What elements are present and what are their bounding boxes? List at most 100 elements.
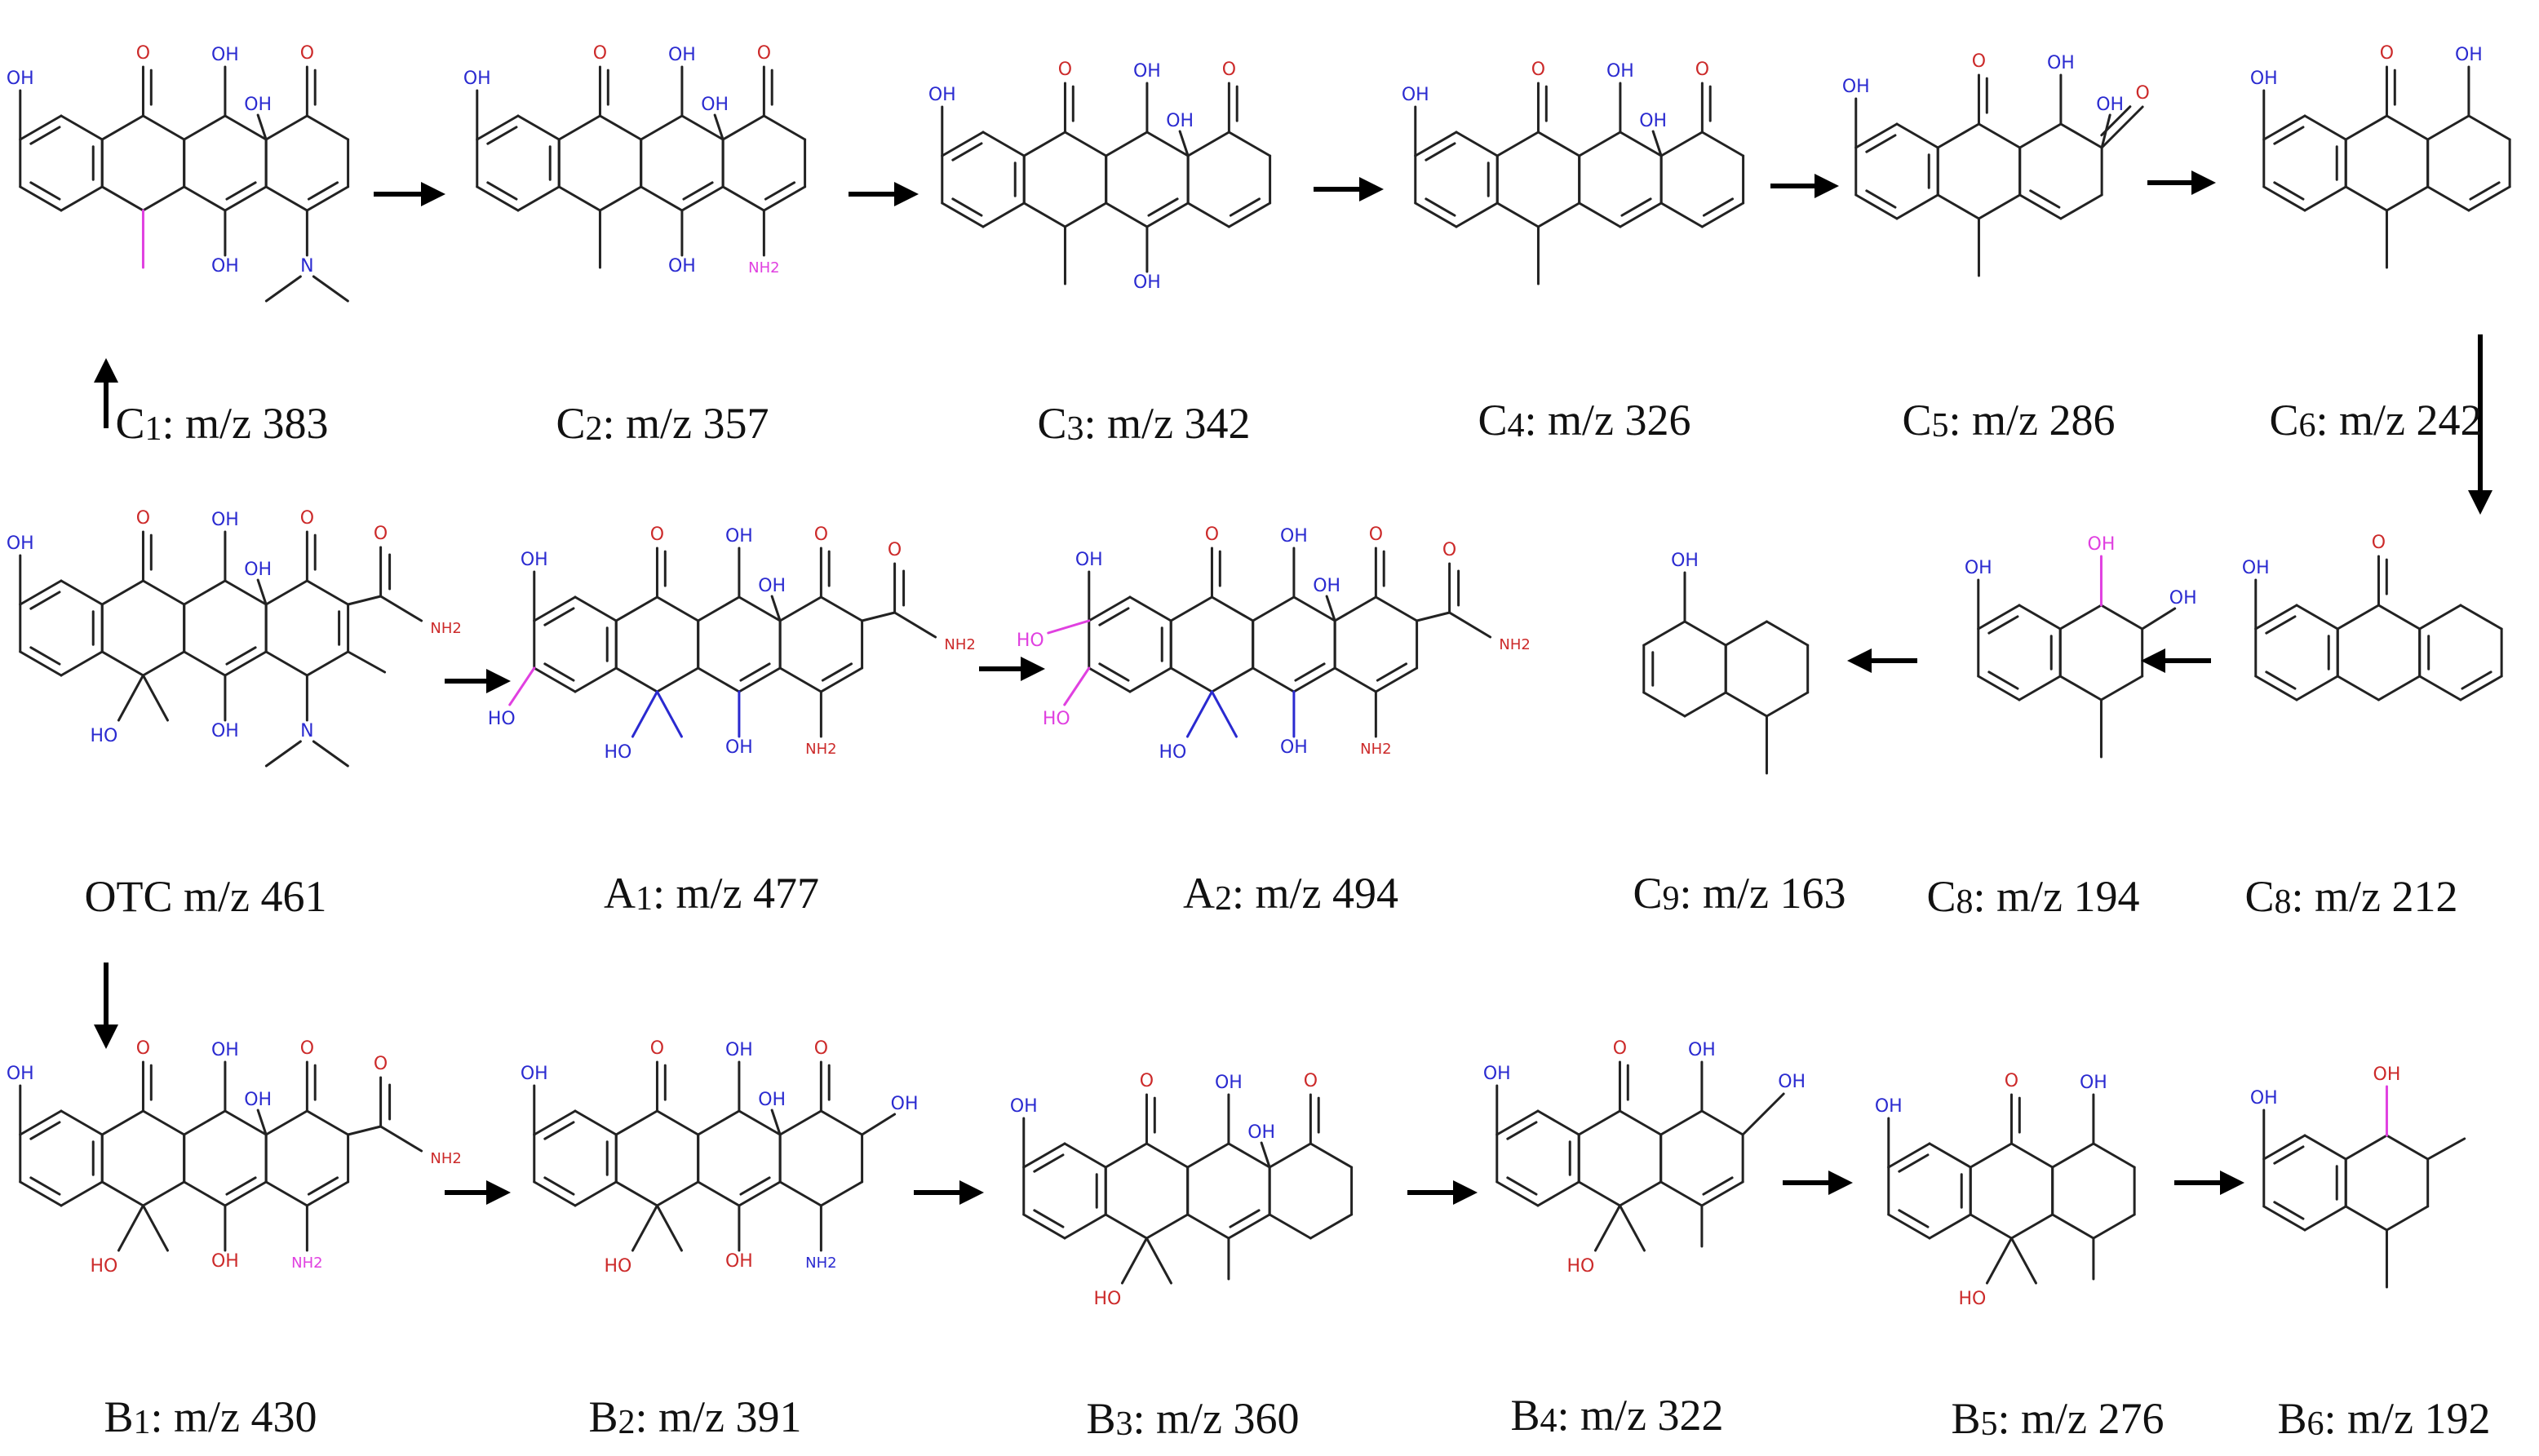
bond-line <box>1578 201 1622 228</box>
bond-line <box>614 666 658 693</box>
caption-otc: OTC m/z 461 <box>85 874 327 918</box>
bond-line <box>379 595 423 622</box>
bond-line <box>1210 595 1255 622</box>
caption-name: C <box>2269 396 2299 445</box>
bond-line <box>1854 193 1899 220</box>
bond-line <box>1128 595 1172 622</box>
bond-line <box>1898 1153 1930 1173</box>
bond-line <box>1022 201 1066 228</box>
atom-label: O <box>136 508 150 529</box>
atom-label: O <box>1531 60 1545 80</box>
atom-label: O <box>650 524 664 545</box>
bond-line <box>2344 1205 2388 1232</box>
atom-label: NH2 <box>944 636 975 653</box>
bond-line <box>2018 193 2063 220</box>
bond-line <box>1063 666 1091 706</box>
atom-label: O <box>1613 1038 1627 1059</box>
caption-name: B <box>1510 1391 1540 1440</box>
caption-mz: : m/z 326 <box>1524 396 1691 445</box>
atom-label: O <box>1140 1071 1154 1091</box>
bond-line <box>738 666 782 693</box>
bond-line <box>1618 1204 1646 1252</box>
bond-line <box>1104 1213 1148 1240</box>
atom-label: OH <box>668 45 696 65</box>
atom-label: OH <box>7 1064 34 1084</box>
bond-line <box>1128 666 1172 693</box>
bond-line <box>640 114 684 141</box>
bond-line <box>2303 1205 2347 1232</box>
bond-line <box>1593 1204 1621 1252</box>
caption-name: A <box>1183 869 1216 918</box>
bond-line <box>533 1109 577 1136</box>
bond-line <box>981 201 1026 228</box>
atom-label: OH <box>7 533 34 554</box>
bond-line <box>2051 1142 2095 1169</box>
bond-line <box>631 1204 658 1252</box>
bond-line <box>29 1176 61 1196</box>
atom-label: OH <box>521 1064 548 1084</box>
bond-line <box>2469 181 2501 201</box>
caption-c3: C3: m/z 342 <box>1037 401 1250 446</box>
atom-label: OH <box>725 526 753 547</box>
bond-line <box>764 181 796 201</box>
bond-line <box>2336 604 2380 631</box>
bond-line <box>1047 619 1091 635</box>
bond-line <box>1977 675 2021 701</box>
caption-c8a: C8: m/z 212 <box>2244 874 2457 919</box>
bond-line <box>2344 114 2388 141</box>
bond-line <box>2459 675 2503 701</box>
bond-line <box>1700 1180 1744 1207</box>
bond-line <box>739 1176 771 1196</box>
bond-line <box>2273 181 2305 201</box>
bond-line <box>543 662 575 682</box>
caption-name: A <box>604 869 636 918</box>
bond-line <box>1577 1180 1621 1207</box>
bond-line <box>1120 1237 1148 1285</box>
bond-line <box>762 185 807 212</box>
bond-line <box>1495 1180 1540 1207</box>
bond-line <box>141 1204 169 1252</box>
atom-label: OH <box>2373 1064 2401 1085</box>
bond-line <box>117 674 144 722</box>
bond-line <box>770 595 782 622</box>
bond-line <box>2029 189 2061 209</box>
caption-number: 9 <box>1662 880 1680 918</box>
bond-line <box>2100 105 2144 149</box>
caption-number: 5 <box>1931 407 1949 445</box>
caption-mz: : m/z 276 <box>1997 1394 2165 1443</box>
bond-line <box>1186 131 1230 157</box>
bond-line <box>1104 1142 1148 1169</box>
bond-line <box>100 1180 144 1207</box>
bond-line <box>1033 1153 1065 1173</box>
bond-line <box>1536 201 1581 228</box>
caption-mz: : m/z 391 <box>635 1392 802 1441</box>
bond-line <box>2385 1205 2430 1232</box>
atom-label: OH <box>521 550 548 570</box>
bond-line <box>19 185 63 212</box>
bond-line <box>183 1180 227 1207</box>
bond-line <box>141 650 186 677</box>
bond-line <box>1651 130 1663 157</box>
atom-label: OH <box>1280 526 1308 547</box>
bond-line <box>1702 197 1735 217</box>
bond-line <box>1659 201 1704 228</box>
caption-b4: B4: m/z 322 <box>1510 1391 1723 1440</box>
bond-line <box>2099 604 2144 631</box>
atom-label: OH <box>1875 1096 1903 1117</box>
atom-label: O <box>650 1038 664 1059</box>
bond-line <box>1333 666 1377 693</box>
caption-a1: A1: m/z 477 <box>604 869 819 918</box>
atom-label: O <box>2135 83 2149 104</box>
bond-line <box>598 114 643 141</box>
bond-line <box>1619 201 1663 228</box>
bond-line <box>256 578 268 606</box>
caption-number: 5 <box>1980 1405 1998 1443</box>
atom-label: OH <box>211 45 239 65</box>
bond-line <box>1741 1092 1785 1136</box>
bond-line <box>2303 1134 2347 1161</box>
atom-label: HO <box>605 1256 632 1277</box>
atom-label: O <box>1972 51 1986 72</box>
